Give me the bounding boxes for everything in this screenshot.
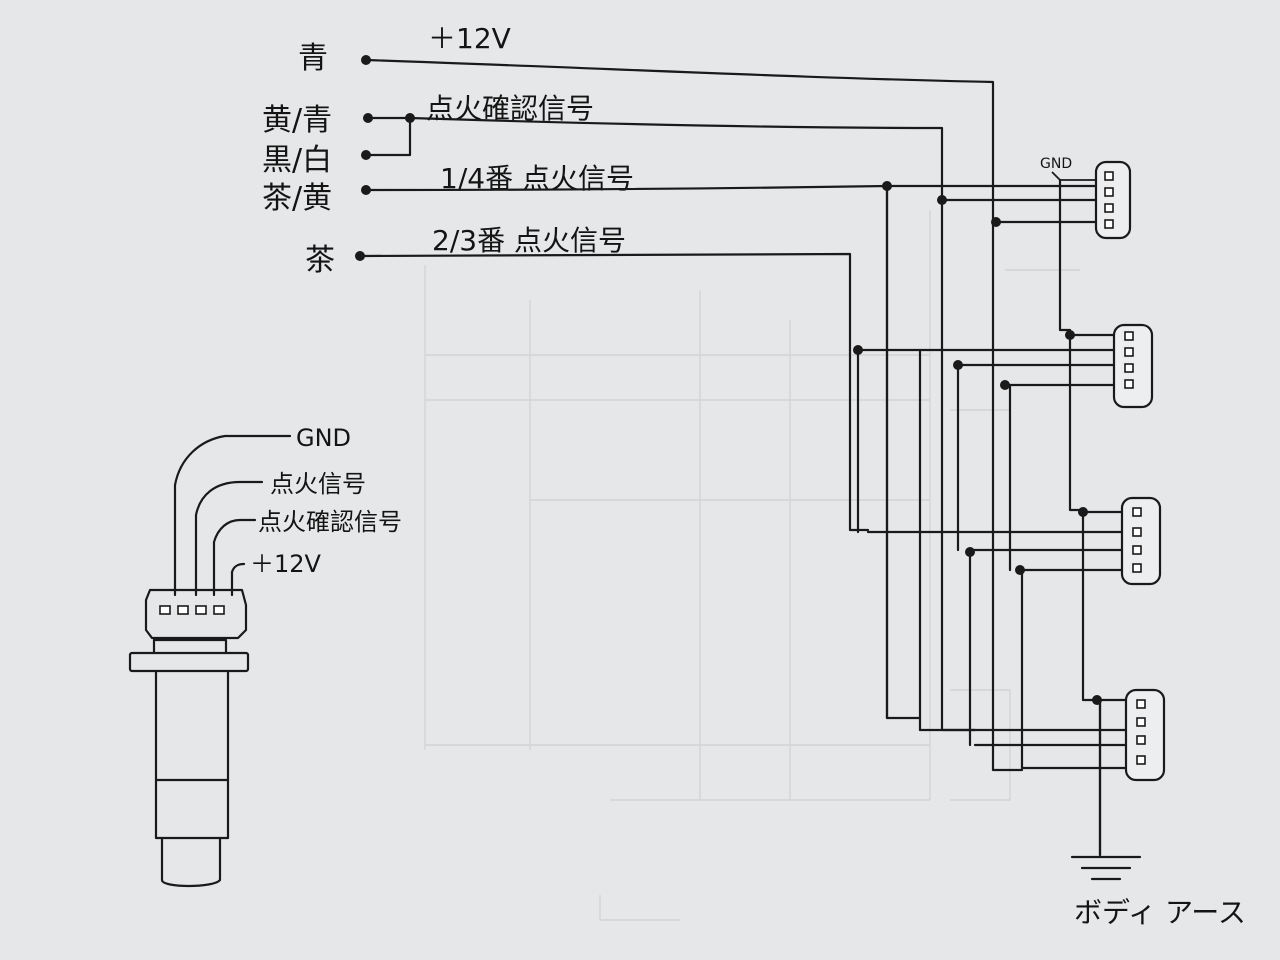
gnd-label-top: GND — [1040, 156, 1072, 172]
ground-symbol — [1070, 698, 1142, 881]
terminal-label-black-white: 黒/白 — [262, 143, 332, 178]
coil-connector-2 — [1112, 323, 1154, 409]
terminal-label-blue: 青 — [298, 41, 328, 76]
wire-confirm — [408, 116, 977, 732]
coil-connector-4 — [1124, 688, 1166, 782]
ground-label: ボディ アース — [1074, 896, 1246, 929]
terminal-label-yellow-blue: 黄/青 — [262, 103, 332, 138]
coil-pin-label-gnd: GND — [296, 424, 351, 452]
coil-pin-label-confirm: 点火確認信号 — [258, 508, 402, 536]
wire-ignition-14 — [364, 184, 922, 720]
coil-connector-3 — [1120, 496, 1162, 586]
coil-pin-label-ignition: 点火信号 — [270, 470, 366, 498]
wire-label-ignition-23: 2/3番 点火信号 — [432, 224, 626, 257]
ignition-coil-drawing — [128, 434, 292, 888]
coil-pin-label-plus12v: ＋12V — [250, 550, 322, 578]
gnd-label-leader — [1051, 171, 1098, 181]
wire-ignition-23 — [358, 252, 870, 532]
jumper-wire — [364, 116, 412, 157]
wire-plus12v — [364, 58, 1024, 772]
terminal-label-brown: 茶 — [305, 243, 335, 278]
wire-label-plus12v: ＋12V — [428, 22, 511, 55]
branch-lines — [856, 184, 1130, 770]
coil-connector-1 — [1094, 160, 1132, 240]
terminal-label-brown-yellow: 茶/黄 — [262, 181, 332, 216]
